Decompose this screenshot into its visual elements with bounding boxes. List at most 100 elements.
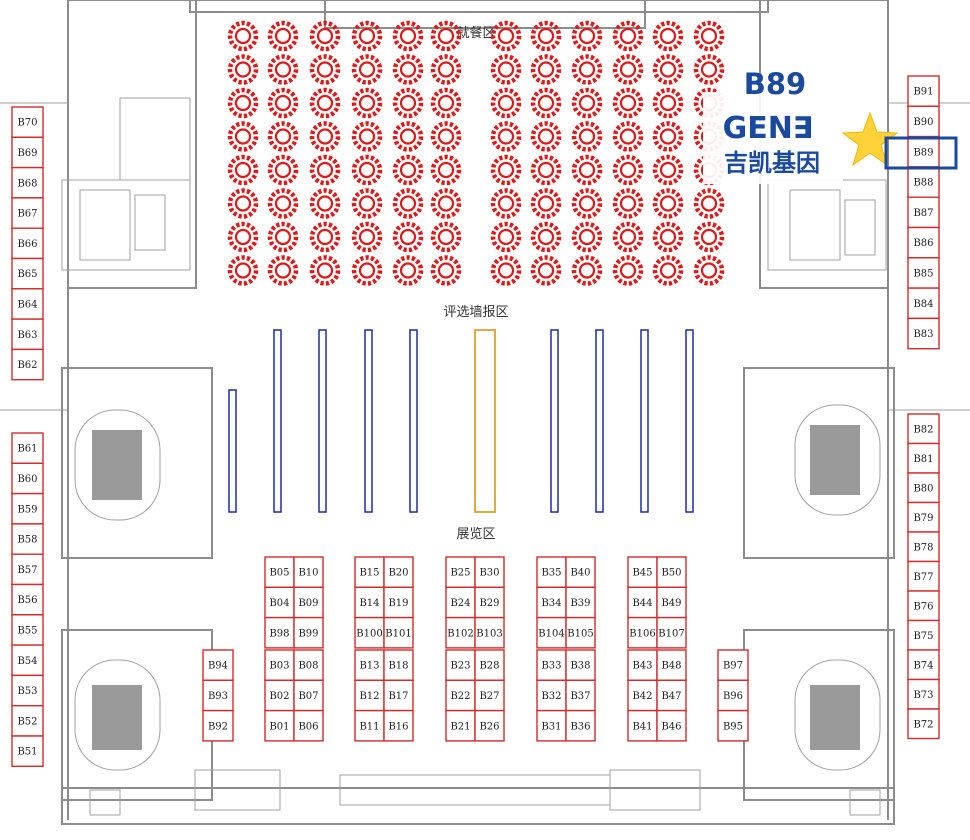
dining-table [267, 255, 299, 286]
booth-b23[interactable] [445, 649, 476, 681]
booth-b95[interactable] [717, 709, 749, 742]
booth-b60[interactable] [11, 462, 44, 495]
brand-logo-latin: GEN∃ [723, 111, 814, 146]
booth-b19[interactable] [383, 586, 414, 619]
booth-b72[interactable] [907, 708, 940, 740]
booth-b48[interactable] [656, 649, 687, 681]
booth-b80[interactable] [907, 472, 940, 504]
dining-table [392, 54, 424, 85]
booth-b83[interactable] [907, 317, 940, 350]
booth-b69[interactable] [11, 136, 44, 169]
booth-label: B99 [298, 628, 318, 639]
booth-b78[interactable] [907, 531, 940, 563]
booth-label: B12 [359, 691, 379, 702]
dining-table [351, 221, 383, 253]
booth-b74[interactable] [907, 649, 940, 681]
booth-label: B90 [913, 117, 933, 128]
booth-b57[interactable] [11, 553, 44, 586]
dining-table [392, 255, 424, 286]
booth-b01[interactable] [264, 709, 295, 742]
booth-b62[interactable] [11, 348, 44, 381]
booth-label: B20 [388, 568, 408, 579]
booth-b56[interactable] [11, 583, 44, 616]
booth-b18[interactable] [383, 649, 414, 681]
booth-b68[interactable] [11, 166, 44, 199]
booth-b51[interactable] [11, 735, 44, 767]
booth-b102[interactable] [445, 616, 476, 649]
dining-table [652, 255, 684, 286]
booth-b96[interactable] [717, 679, 749, 712]
booth-b29[interactable] [474, 586, 505, 619]
booth-b53[interactable] [11, 674, 44, 707]
booth-label: B46 [661, 721, 681, 732]
booth-b100[interactable] [354, 616, 385, 649]
booth-b55[interactable] [11, 614, 44, 646]
booth-b63[interactable] [11, 318, 44, 351]
booth-b06[interactable] [293, 709, 324, 742]
booth-label: B85 [913, 268, 933, 279]
dining-table [309, 87, 341, 119]
dining-table [571, 20, 603, 52]
booth-b64[interactable] [11, 288, 44, 320]
booth-label: B36 [570, 721, 590, 732]
booth-b28[interactable] [474, 649, 505, 681]
booth-b89[interactable] [907, 135, 940, 168]
booth-b40[interactable] [565, 556, 596, 588]
booth-b33[interactable] [536, 649, 567, 681]
booth-b50[interactable] [656, 556, 687, 588]
booth-b86[interactable] [907, 226, 940, 259]
booth-b87[interactable] [907, 196, 940, 229]
poster-panel [685, 329, 694, 513]
booth-b27[interactable] [474, 679, 505, 712]
booth-b79[interactable] [907, 501, 940, 533]
booth-b103[interactable] [474, 616, 505, 649]
booth-b92[interactable] [202, 709, 234, 742]
booth-b65[interactable] [11, 257, 44, 290]
booth-b31[interactable] [536, 709, 567, 742]
booth-b105[interactable] [565, 616, 596, 649]
booth-label: B66 [17, 239, 37, 250]
booth-b99[interactable] [293, 616, 324, 649]
booth-label: B95 [723, 721, 743, 732]
booth-b82[interactable] [907, 413, 940, 445]
booth-b91[interactable] [907, 75, 940, 107]
booth-label: B88 [913, 178, 933, 189]
booth-b44[interactable] [627, 586, 658, 619]
booth-b46[interactable] [656, 709, 687, 742]
booth-b107[interactable] [656, 616, 687, 649]
booth-b47[interactable] [656, 679, 687, 712]
booth-b101[interactable] [383, 616, 414, 649]
booth-b21[interactable] [445, 709, 476, 742]
booth-b12[interactable] [354, 679, 385, 712]
booth-b43[interactable] [627, 649, 658, 681]
booth-b03[interactable] [264, 649, 295, 681]
booth-b97[interactable] [717, 649, 749, 681]
booth-b93[interactable] [202, 679, 234, 712]
booth-b39[interactable] [565, 586, 596, 619]
booth-b73[interactable] [907, 678, 940, 710]
booth-label: B69 [17, 148, 37, 159]
booth-label: B97 [723, 661, 743, 672]
booth-b08[interactable] [293, 649, 324, 681]
booth-b45[interactable] [627, 556, 658, 588]
booth-label: B37 [570, 691, 590, 702]
dining-table [430, 255, 462, 286]
booth-label: B33 [541, 661, 561, 672]
booth-b41[interactable] [627, 709, 658, 742]
booth-b67[interactable] [11, 197, 44, 229]
booth-b58[interactable] [11, 523, 44, 555]
booth-b26[interactable] [474, 709, 505, 742]
booth-label: B77 [913, 572, 933, 583]
dining-table [612, 54, 644, 85]
booth-b49[interactable] [656, 586, 687, 619]
booth-b42[interactable] [627, 679, 658, 712]
booth-b88[interactable] [907, 166, 940, 198]
dining-table [267, 188, 299, 219]
booth-b20[interactable] [383, 556, 414, 588]
booth-b90[interactable] [907, 105, 940, 138]
booth-label: B56 [17, 595, 37, 606]
booth-b70[interactable] [11, 106, 44, 138]
dining-table [430, 54, 462, 85]
booth-b36[interactable] [565, 709, 596, 742]
booth-b16[interactable] [383, 709, 414, 742]
